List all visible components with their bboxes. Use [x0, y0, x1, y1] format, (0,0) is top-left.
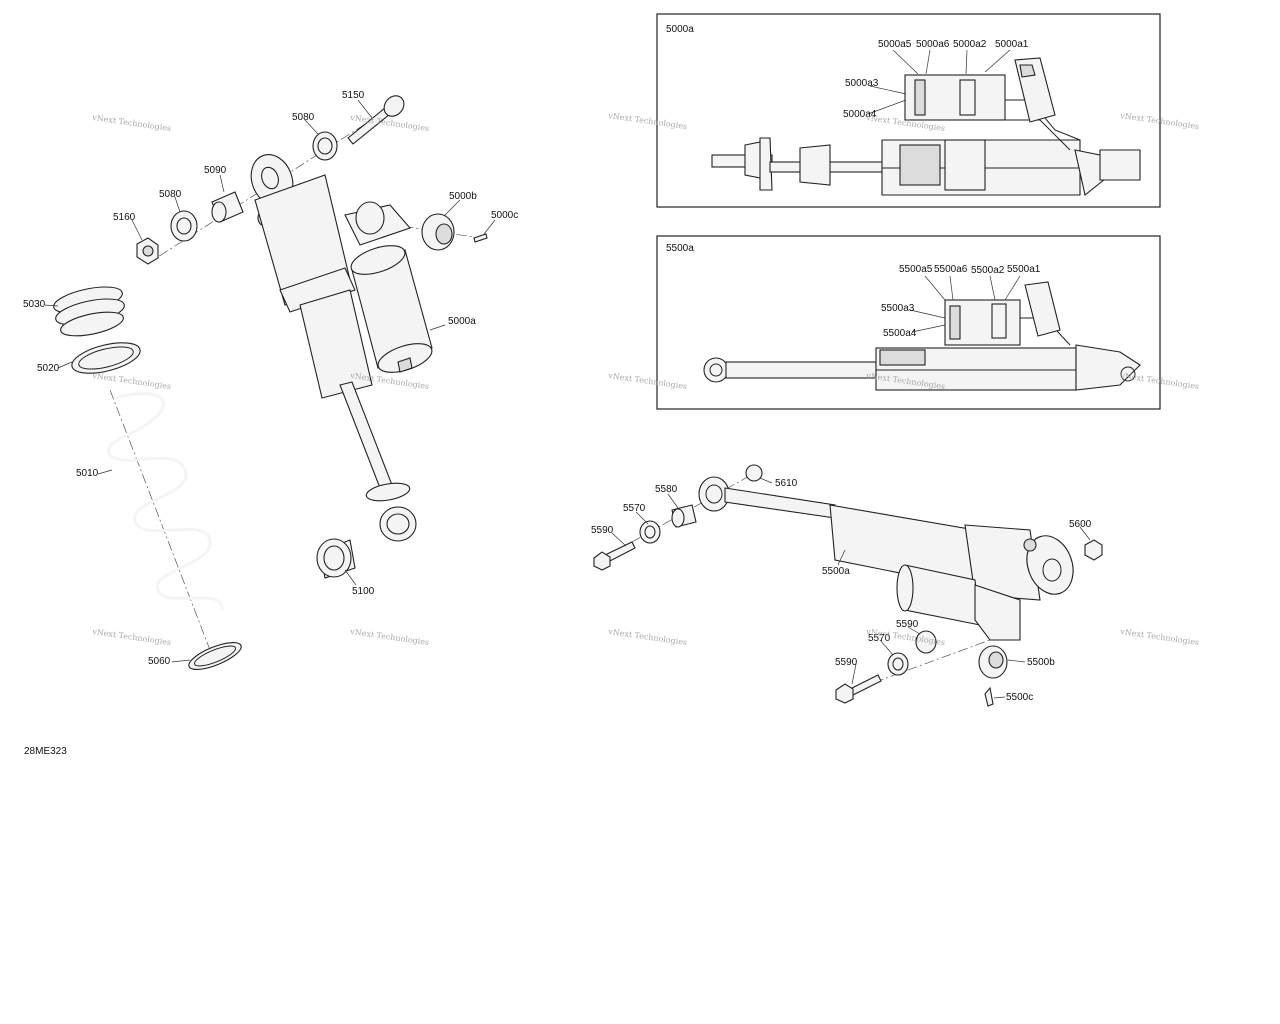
callout-5150: 5150 [342, 90, 365, 101]
bolt-5150 [347, 95, 405, 145]
callout-5000a: 5000a [448, 316, 476, 327]
callout-5000a1: 5000a1 [995, 39, 1029, 50]
callout-5580: 5580 [655, 484, 678, 495]
callout-5030: 5030 [23, 299, 46, 310]
callout-5000b: 5000b [449, 191, 477, 202]
callout-5590-bottom: 5590 [835, 657, 858, 668]
watermark: vNext Technologies [1119, 627, 1200, 647]
bolt-5590-bottom [835, 674, 882, 704]
callout-5000a3: 5000a3 [845, 78, 879, 89]
watermark: vNext Technologies [1119, 371, 1200, 391]
callout-5600: 5600 [1069, 519, 1092, 530]
watermark: vNext Technologies [607, 627, 688, 647]
bolt-5590-top [593, 541, 636, 571]
callout-5080-top: 5080 [292, 112, 315, 123]
callout-5010: 5010 [76, 468, 99, 479]
bushing-5570-top [639, 520, 661, 544]
callout-5090: 5090 [204, 165, 227, 176]
left-shock-assembly: 5150 5080 5090 5080 5160 5000b 5000c 503… [23, 90, 518, 670]
knob-5000b [421, 213, 455, 251]
bushing-5100 [316, 538, 356, 579]
screw-5500c [984, 686, 994, 707]
inset-5500a-title: 5500a [666, 243, 694, 254]
callout-5500a2: 5500a2 [971, 265, 1005, 276]
callout-5500a5: 5500a5 [899, 264, 933, 275]
callout-5500a6: 5500a6 [934, 264, 968, 275]
callout-5500c: 5500c [1006, 692, 1033, 703]
inset-5000a-title: 5000a [666, 24, 694, 35]
callout-5590-mid: 5590 [896, 619, 919, 630]
figure-code: 28ME323 [24, 746, 67, 757]
retainer-clip-5060 [188, 642, 242, 670]
inset-5500a: 5500a 5500a5 5500a6 5500a2 5500a1 5500a3… [656, 235, 1161, 410]
watermark: vNext Technologies [607, 111, 688, 131]
nut-5600 [1084, 539, 1103, 561]
callout-5160: 5160 [113, 212, 136, 223]
sleeve-5090 [211, 191, 244, 223]
callout-5020: 5020 [37, 363, 60, 374]
callout-5500a4: 5500a4 [883, 328, 917, 339]
watermark: vNext Technologies [91, 371, 172, 391]
callout-5060: 5060 [148, 656, 171, 667]
nut-5160 [136, 237, 159, 265]
callout-5000a2: 5000a2 [953, 39, 987, 50]
watermark: vNext Technologies [91, 627, 172, 647]
piston-shaft [339, 381, 417, 542]
callout-5500a3: 5500a3 [881, 303, 915, 314]
callout-5570-top: 5570 [623, 503, 646, 514]
bushing-5080-left [170, 210, 198, 242]
callout-5000a4: 5000a4 [843, 109, 877, 120]
screw-5000c [473, 233, 488, 243]
callout-5500b: 5500b [1027, 657, 1055, 668]
spring-seat-5020 [71, 342, 141, 374]
callout-5000c: 5000c [491, 210, 518, 221]
watermark: vNext Technologies [91, 113, 172, 133]
nut-5610 [745, 464, 763, 482]
sleeve-5580 [671, 504, 697, 528]
preload-collar-5030 [53, 286, 125, 337]
watermark: vNext Technologies [607, 371, 688, 391]
callout-5080-left: 5080 [159, 189, 182, 200]
watermark: vNext Technologies [349, 627, 430, 647]
shock-main-body [254, 174, 411, 399]
knob-5500b [978, 645, 1008, 679]
right-shock-assembly: 5610 5580 5570 5590 5600 5500a 5590 5570… [591, 464, 1103, 707]
callout-5000a5: 5000a5 [878, 39, 912, 50]
callout-5000a6: 5000a6 [916, 39, 950, 50]
bushing-5570-bottom [887, 630, 937, 676]
callout-5590-top: 5590 [591, 525, 614, 536]
callout-5570-bottom: 5570 [868, 633, 891, 644]
inset-5000a: 5000a 5000a5 5000a6 5000a2 5000a1 5000a3… [656, 13, 1161, 208]
callout-5610: 5610 [775, 478, 798, 489]
watermark: vNext Technologies [1119, 111, 1200, 131]
callout-5500a: 5500a [822, 566, 850, 577]
callout-5500a1: 5500a1 [1007, 264, 1041, 275]
callout-5100: 5100 [352, 586, 375, 597]
reservoir-canister [350, 245, 433, 373]
bushing-5080-top [312, 131, 338, 161]
coil-spring-5010 [106, 391, 224, 611]
